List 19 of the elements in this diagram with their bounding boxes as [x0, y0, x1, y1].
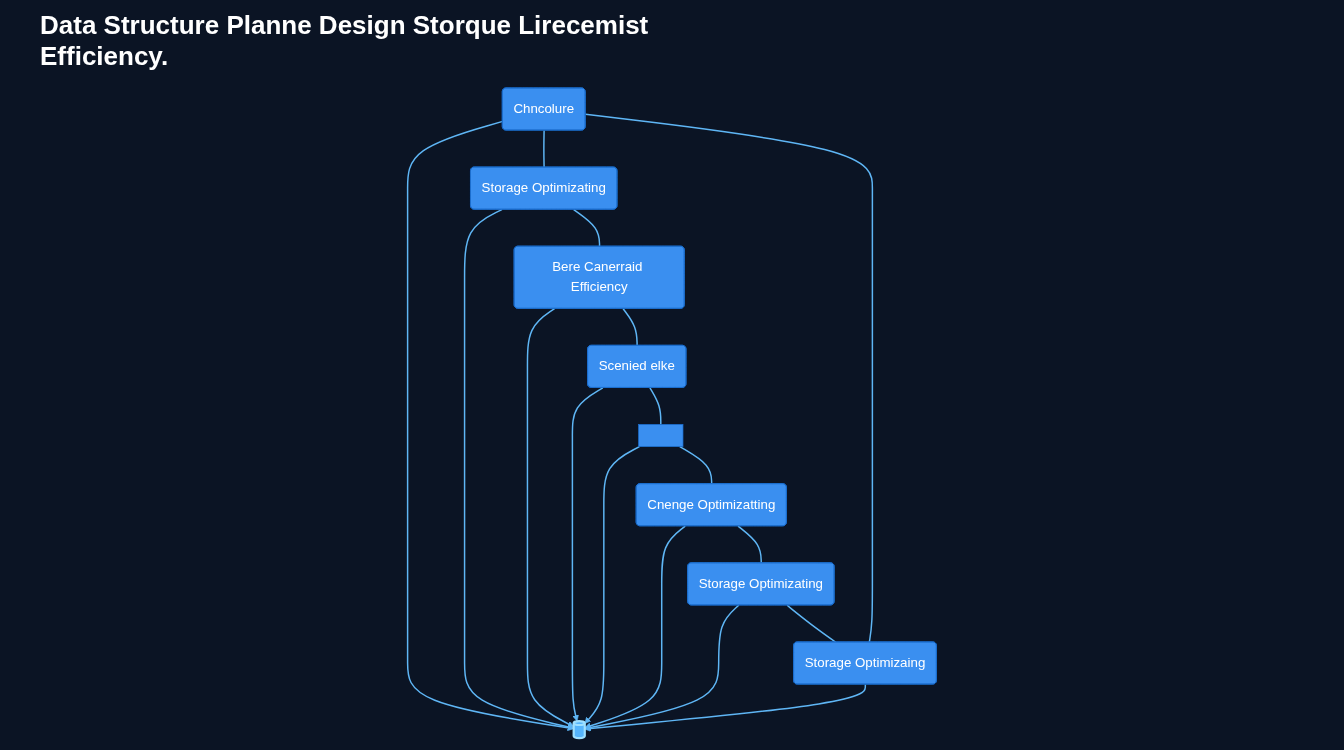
connector	[786, 604, 837, 643]
arrow	[406, 120, 574, 731]
node-picture	[572, 719, 586, 740]
node-box	[638, 424, 684, 447]
arrow	[571, 387, 604, 722]
diagram-title: Data Structure Planne Design Storque Lirecemist Efficiency.	[39, 9, 650, 73]
arrow	[584, 445, 641, 724]
connector	[584, 113, 874, 643]
connector	[622, 307, 638, 347]
connector	[679, 445, 713, 485]
connector	[543, 129, 545, 169]
arrow	[584, 525, 686, 729]
connector	[649, 387, 662, 426]
arrow	[584, 604, 740, 731]
arrow	[526, 307, 574, 727]
connector	[737, 525, 762, 564]
arrow	[584, 683, 867, 732]
arrow	[463, 208, 574, 731]
connector	[572, 208, 601, 248]
